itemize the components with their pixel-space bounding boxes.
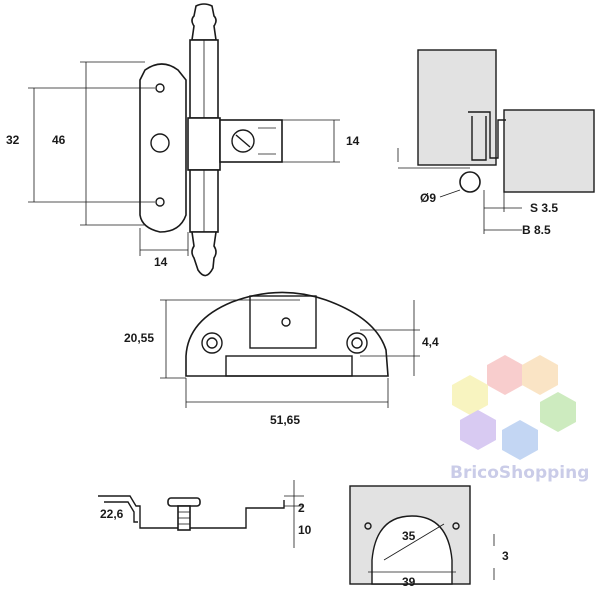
dim-14-bottom-label: 14 <box>154 255 168 269</box>
plate-hole-left-inner <box>206 337 218 349</box>
dim-b-label: B 8.5 <box>522 223 551 237</box>
hinge-profile <box>468 111 506 161</box>
hinge-bolt-head <box>231 129 255 153</box>
hinge-front-view: 46 32 14 14 <box>6 3 360 277</box>
dim-35-line <box>383 523 445 561</box>
plate-center-tab <box>249 295 317 349</box>
logo-hex-green <box>540 392 576 432</box>
dim-32-label: 32 <box>6 133 20 147</box>
hinge-bolt-body <box>219 119 283 163</box>
dim-35-label: 35 <box>402 529 416 543</box>
logo-hex-purple <box>460 410 496 450</box>
watermark-logo: BricoShopping <box>450 355 589 483</box>
dim-9-leader <box>439 189 461 198</box>
drill-cup-hole <box>371 515 453 585</box>
watermark-text: BricoShopping <box>450 463 589 483</box>
logo-hex-blue <box>502 420 538 460</box>
plate-side-screw-head <box>167 497 201 507</box>
hinge-top-finial <box>191 3 217 41</box>
dim-46-label: 46 <box>52 133 66 147</box>
plate-tab-hole <box>281 317 291 327</box>
leaf-screw-hole-bottom <box>155 197 165 207</box>
dim-10-label: 10 <box>298 523 312 537</box>
dim-s-label: S 3.5 <box>530 201 558 215</box>
dim-hole-label: 4,4 <box>422 335 439 349</box>
logo-hex-yellow <box>452 375 488 415</box>
drill-pin-hole-right <box>452 522 460 530</box>
dim-plate-width-label: 51,65 <box>270 413 300 427</box>
hinge-leaf <box>139 63 187 233</box>
bolt-slot <box>235 134 251 148</box>
dim-39-label: 39 <box>402 575 416 589</box>
logo-hex-red <box>487 355 523 395</box>
plate-top-view: 20,55 4,4 51,65 <box>124 291 439 427</box>
leaf-center-hole <box>150 133 170 153</box>
drill-detail: 35 39 3 <box>349 485 509 589</box>
dim-plate-height-label: 20,55 <box>124 331 154 345</box>
frame-panel-right <box>503 109 595 193</box>
dim-14-right-label: 14 <box>346 134 360 148</box>
plate-side-inner <box>104 501 138 523</box>
plate-hole-right-outer <box>346 332 368 354</box>
logo-hex-orange <box>522 355 558 395</box>
hinge-bottom-finial <box>191 231 217 277</box>
leaf-screw-hole-top <box>155 83 165 93</box>
plate-hole-left-outer <box>201 332 223 354</box>
hinge-knuckle-middle <box>187 117 221 171</box>
dim-side-height-label: 22,6 <box>100 507 124 521</box>
hinge-pin-circle <box>459 171 481 193</box>
hinge-side-detail: Ø9 S 3.5 B 8.5 <box>397 49 595 237</box>
plate-base-strip <box>225 355 353 377</box>
dim-2-label: 2 <box>298 501 305 515</box>
plate-side-view: 2 10 22,6 <box>98 480 312 548</box>
dim-9-label: Ø9 <box>420 191 436 205</box>
drill-pin-hole-left <box>364 522 372 530</box>
dim-3-label: 3 <box>502 549 509 563</box>
door-panel-left <box>417 49 497 166</box>
plate-hole-right-inner <box>351 337 363 349</box>
plate-side-profile <box>98 495 285 529</box>
